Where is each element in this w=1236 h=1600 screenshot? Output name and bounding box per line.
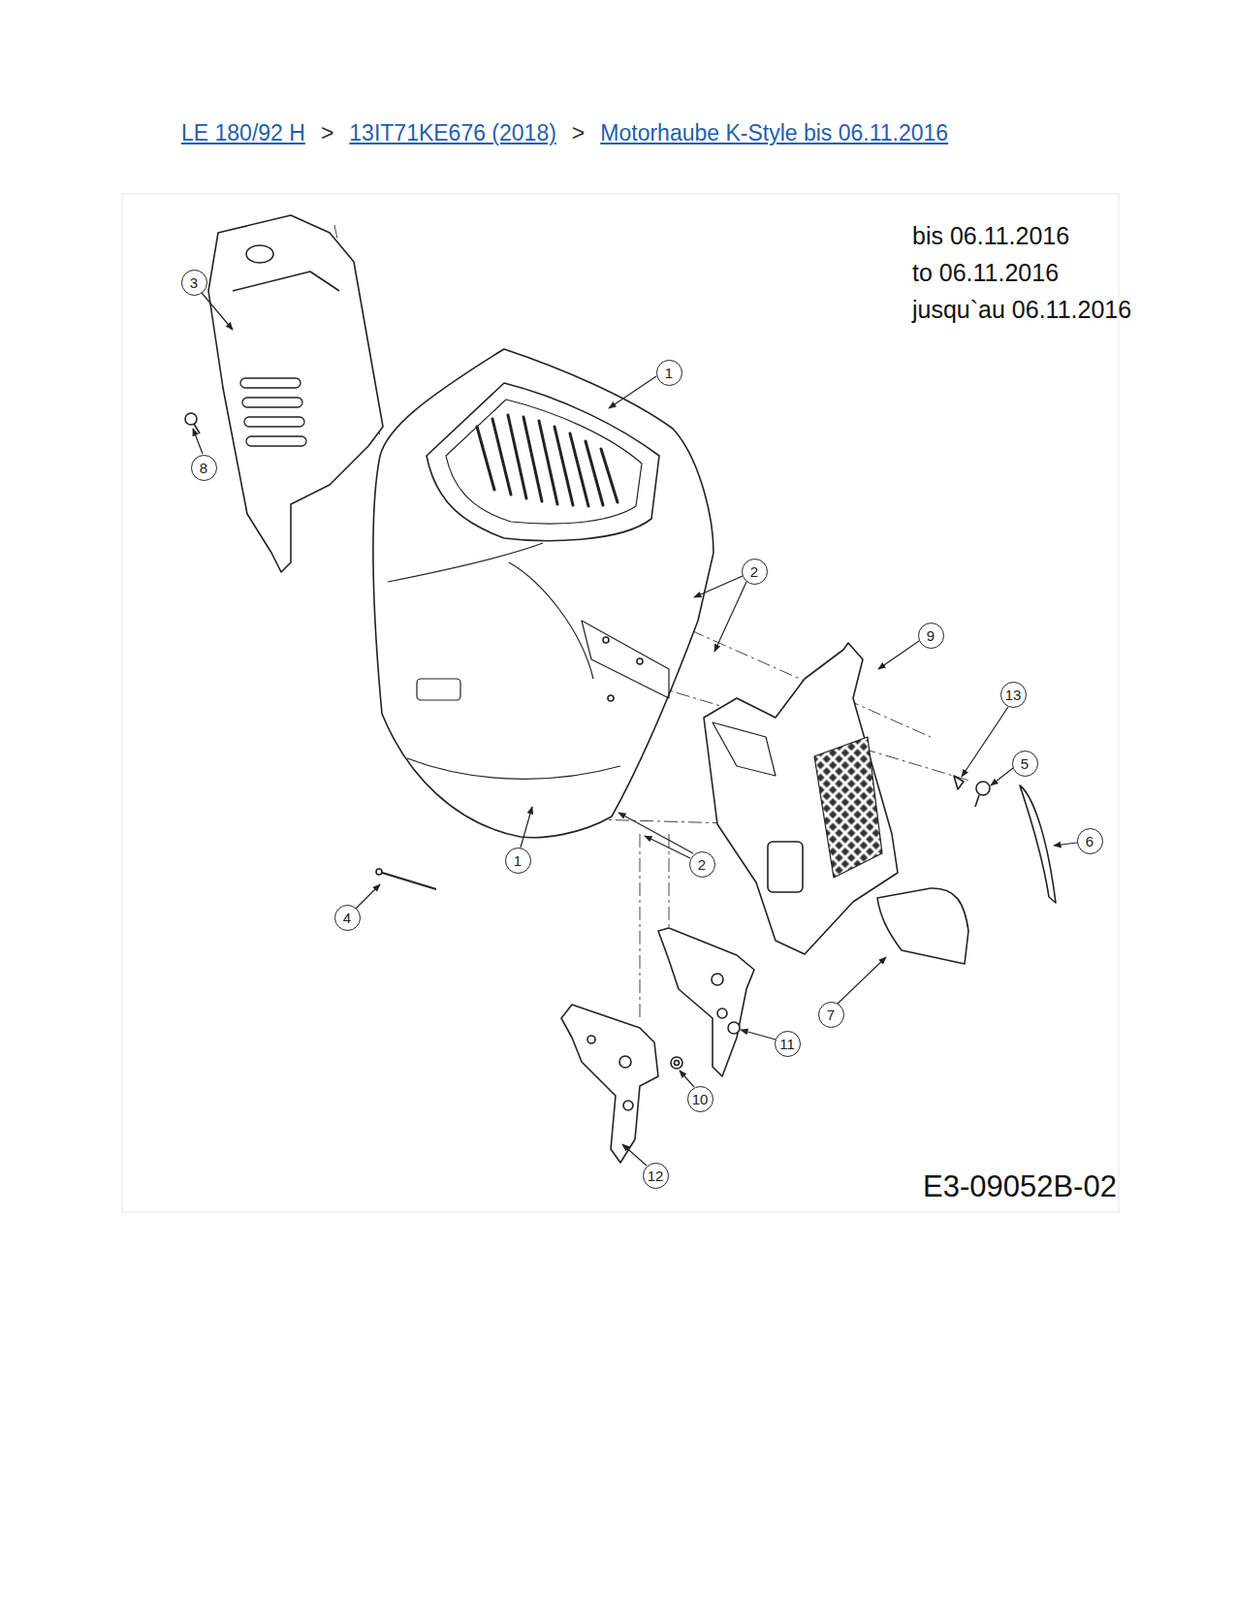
callout-number: 5	[1020, 756, 1029, 771]
callout-circle: 8	[190, 454, 218, 481]
date-note: bis 06.11.2016to 06.11.2016jusqu`au 06.1…	[912, 217, 1132, 328]
callout-number: 9	[926, 628, 935, 643]
callout-number: 8	[199, 460, 208, 476]
date-note-line: bis 06.11.2016	[912, 217, 1132, 254]
callout-circle: 9	[918, 622, 945, 649]
date-note-line: to 06.11.2016	[912, 253, 1132, 291]
callout-circle: 3	[181, 269, 208, 296]
breadcrumb-link: 13IT71KE676 (2018)	[348, 120, 557, 147]
callout-number: 11	[779, 1036, 795, 1051]
callout-circle: 1	[656, 359, 683, 386]
callout-circle: 11	[774, 1030, 801, 1057]
breadcrumb-separator: >	[571, 120, 585, 147]
callout-number: 12	[647, 1168, 665, 1183]
callout-number: 6	[1085, 833, 1094, 849]
breadcrumb-link: LE 180/92 H	[181, 120, 306, 147]
callout-circle: 1	[505, 847, 532, 874]
callout-number: 10	[692, 1091, 709, 1107]
callout-number: 4	[343, 910, 351, 925]
callout-number: 3	[190, 275, 198, 290]
callout-circle: 4	[334, 904, 361, 931]
date-note-line: jusqu`au 06.11.2016	[912, 290, 1132, 328]
breadcrumb: LE 180/92 H >13IT71KE676 (2018) > Motorhaub…	[181, 120, 949, 147]
callout-circle: 13	[1000, 681, 1027, 708]
drawing-number: E3-09052B-02	[922, 1169, 1117, 1205]
callout-number: 1	[665, 365, 673, 381]
callout-number: 2	[750, 564, 759, 579]
callout-circle: 10	[687, 1085, 714, 1112]
callout-circle: 2	[741, 558, 768, 585]
callout-number: 7	[826, 1007, 835, 1022]
breadcrumb-separator: >	[320, 120, 334, 147]
breadcrumb-link: Motorhaube K-Style bis 06.11.2016	[600, 120, 949, 147]
callout-circle: 12	[642, 1162, 669, 1189]
callout-number: 2	[697, 856, 706, 872]
callout-circle: 2	[689, 851, 716, 878]
callout-circle: 7	[818, 1001, 845, 1028]
callout-circle: 6	[1077, 827, 1104, 855]
callout-number: 13	[1005, 687, 1022, 702]
callout-number: 1	[513, 853, 522, 868]
callout-circle: 5	[1012, 750, 1039, 777]
